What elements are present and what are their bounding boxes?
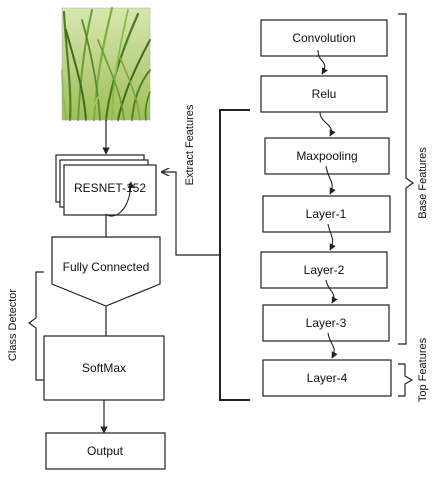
resnet-feedback-arrow (105, 181, 135, 217)
layer-3-node: Layer-3 (262, 304, 390, 342)
softmax-node: SoftMax (43, 335, 165, 401)
layer-4-node: Layer-4 (262, 359, 392, 397)
maxpooling-label: Maxpooling (296, 149, 357, 163)
softmax-label: SoftMax (82, 361, 126, 375)
relu-to-maxpool-arrow (319, 111, 336, 137)
convolution-label: Convolution (292, 31, 355, 45)
extract-features-arrow (162, 172, 220, 256)
top-features-label: Top Features (417, 337, 429, 402)
relu-node: Relu (260, 75, 388, 113)
class-detector-label: Class Detector (7, 289, 19, 361)
base-features-label: Base Features (417, 147, 429, 219)
layer-2-label: Layer-2 (304, 263, 345, 277)
layer1-to-layer2-arrow (327, 223, 336, 251)
resnet-label: RESNET-152 (74, 181, 146, 195)
layer3-to-layer4-arrow (327, 332, 338, 359)
layer-1-node: Layer-1 (262, 195, 391, 233)
base-features-brace (398, 13, 415, 345)
layer-2-node: Layer-2 (260, 251, 388, 289)
output-node: Output (45, 432, 166, 470)
class-detector-brace (27, 271, 44, 381)
fully-connected-label: Fully Connected (63, 260, 150, 274)
conv-to-relu-arrow (317, 49, 328, 75)
output-label: Output (87, 444, 124, 458)
rice-plant-image (61, 6, 151, 122)
maxpool-to-layer1-arrow (325, 165, 336, 195)
extract-features-label: Extract Features (184, 104, 196, 185)
layer-4-label: Layer-4 (307, 371, 348, 385)
convolution-node: Convolution (260, 19, 388, 57)
resnet-box (63, 164, 157, 216)
top-features-brace (398, 363, 414, 397)
layer-1-label: Layer-1 (306, 207, 347, 221)
layer-3-label: Layer-3 (306, 316, 347, 330)
layer2-to-layer3-arrow (325, 279, 338, 304)
maxpooling-node: Maxpooling (264, 137, 390, 175)
fully-connected-node: Fully Connected (51, 236, 161, 307)
resnet-stack: RESNET-152 (55, 154, 157, 216)
relu-label: Relu (312, 87, 337, 101)
extract-bracket (219, 109, 250, 401)
